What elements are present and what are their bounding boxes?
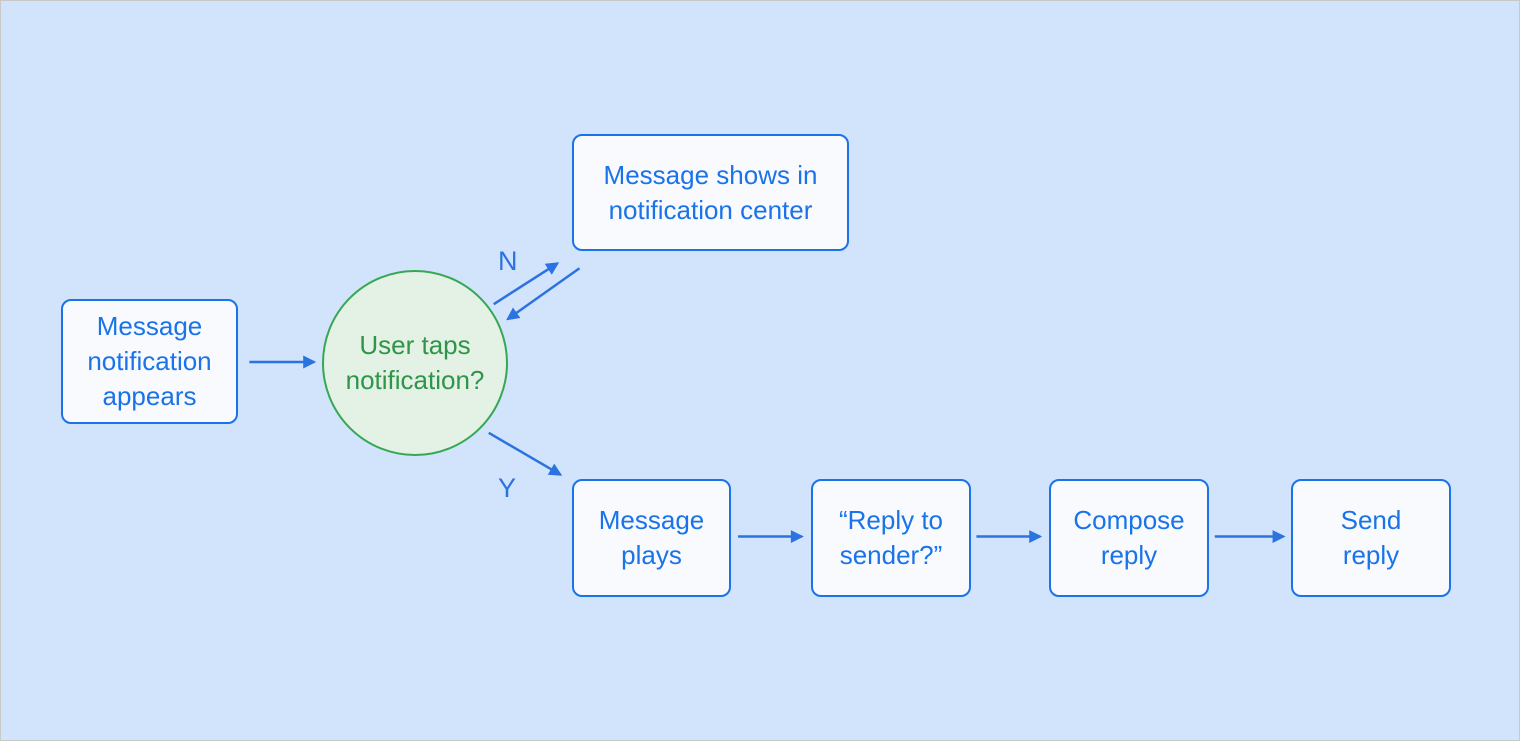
edge-label-no: N bbox=[498, 246, 518, 276]
node-text-line: notification bbox=[87, 346, 212, 376]
node-text-line: reply bbox=[1342, 540, 1400, 570]
node-text-line: appears bbox=[102, 381, 197, 411]
node-text-line: notification? bbox=[345, 365, 485, 395]
edge-decision-to-message-plays bbox=[488, 431, 563, 476]
node-text-line: Compose bbox=[1073, 505, 1185, 535]
node-text-line: User taps bbox=[359, 330, 471, 360]
node-message-notification-appears: Message notification appears bbox=[61, 299, 238, 424]
node-text-line: Message shows in bbox=[603, 159, 818, 190]
node-decision-user-taps-notification: User taps notification? bbox=[322, 270, 508, 456]
node-text-line: “Reply to bbox=[838, 505, 944, 535]
edge-notification-center-to-decision bbox=[506, 267, 581, 321]
node-message-shows-in-notification-center: Message shows in notification center bbox=[572, 134, 849, 251]
node-text-line: reply bbox=[1100, 540, 1158, 570]
node-text-line: Send bbox=[1340, 505, 1402, 535]
edge-label-yes: Y bbox=[498, 473, 517, 503]
node-reply-to-sender: “Reply to sender?” bbox=[811, 479, 971, 597]
node-text-line: notification center bbox=[608, 194, 813, 225]
node-send-reply: Send reply bbox=[1291, 479, 1451, 597]
node-text-line: Message bbox=[598, 505, 705, 535]
node-text-line: plays bbox=[621, 540, 682, 570]
edge-decision-to-notification-center bbox=[493, 262, 560, 306]
node-text-line: sender?” bbox=[839, 540, 943, 570]
node-compose-reply: Compose reply bbox=[1049, 479, 1209, 597]
node-message-plays: Message plays bbox=[572, 479, 731, 597]
node-text-line: Message bbox=[96, 311, 203, 341]
